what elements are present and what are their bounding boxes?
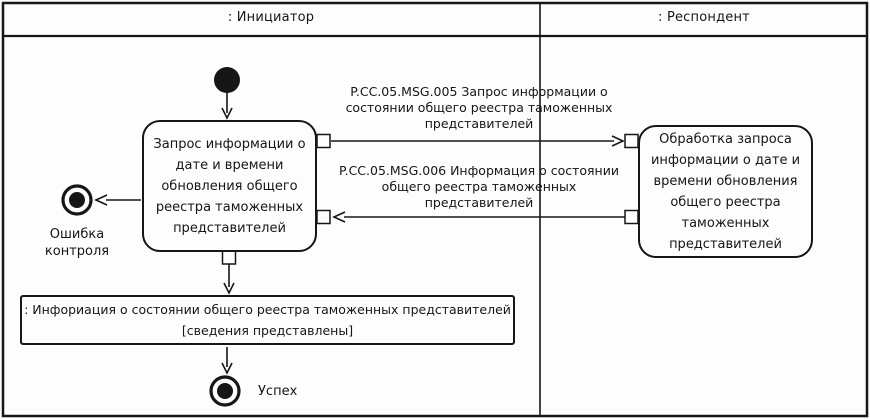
pin-request-out xyxy=(316,133,331,149)
success-final-node-core xyxy=(217,383,233,399)
message-label-msg006: P.CC.05.MSG.006 Информация о состоянии о… xyxy=(339,163,619,210)
lane-header-initiator: : Инициатор xyxy=(227,10,315,25)
pin-processing-out xyxy=(624,209,639,225)
pin-processing-in xyxy=(624,133,639,149)
error-final-node-core xyxy=(69,192,85,208)
lane-header-respondent: : Респондент xyxy=(658,10,750,25)
initial-node xyxy=(214,67,240,93)
arrowhead-right-msg005 xyxy=(611,135,625,147)
error-final-label: Ошибка контроля xyxy=(44,227,110,259)
object-node: : Инфориация о состоянии общего реестра … xyxy=(20,295,515,345)
arrowhead-left-msg006 xyxy=(332,211,346,223)
pin-request-in xyxy=(316,209,331,225)
arrowhead-down-start xyxy=(221,107,233,120)
arrowhead-down-object xyxy=(223,282,235,295)
object-node-name: : Инфориация о состоянии общего реестра … xyxy=(24,302,511,318)
activity-request: Запрос информации о дате и времени обнов… xyxy=(142,120,317,252)
pin-request-bottom xyxy=(221,250,237,265)
arrowhead-down-success xyxy=(221,362,233,375)
arrowhead-left-error xyxy=(94,194,108,206)
object-node-state: [сведения представлены] xyxy=(181,322,354,338)
message-label-msg005: P.CC.05.MSG.005 Запрос информации о сост… xyxy=(345,84,613,131)
success-final-label: Успех xyxy=(258,384,298,399)
activity-processing: Обработка запроса информации о дате и вр… xyxy=(638,125,813,258)
